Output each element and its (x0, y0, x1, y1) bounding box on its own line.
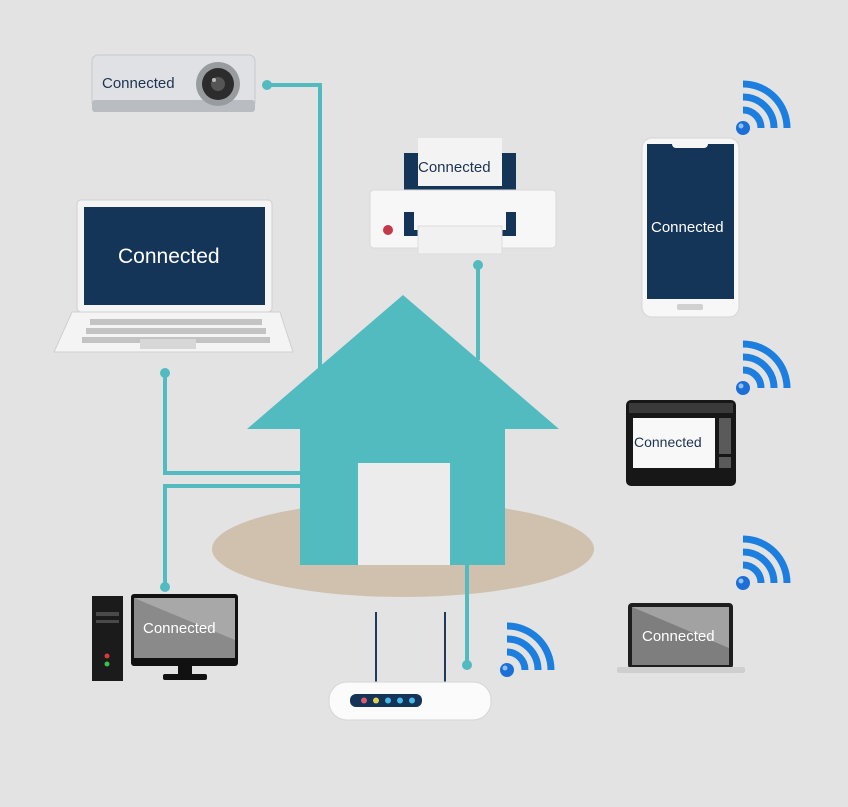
tablet-icon (626, 400, 736, 486)
house-icon (247, 295, 559, 565)
laptop-status-label: Connected (118, 245, 220, 268)
printer-status-label: Connected (418, 159, 491, 176)
printer-icon (369, 138, 557, 255)
connector-dots (160, 80, 483, 670)
wifi-signal-icon (736, 84, 787, 135)
wifi-signal-icon (500, 626, 551, 677)
connector-lines (163, 83, 480, 665)
router-icon (328, 612, 492, 721)
desktop-status-label: Connected (143, 620, 216, 637)
smartphone-icon (641, 137, 740, 318)
wifi-signal-icon (736, 539, 787, 590)
projector-icon (91, 54, 256, 112)
projector-status-label: Connected (102, 75, 175, 92)
wifi-signal-icon (736, 344, 787, 395)
desktop-computer-icon (92, 594, 238, 681)
tablet-status-label: Connected (634, 434, 702, 450)
macbook-status-label: Connected (642, 628, 715, 645)
laptop-icon (53, 199, 294, 353)
smartphone-status-label: Connected (651, 219, 724, 236)
macbook-icon (617, 603, 745, 673)
